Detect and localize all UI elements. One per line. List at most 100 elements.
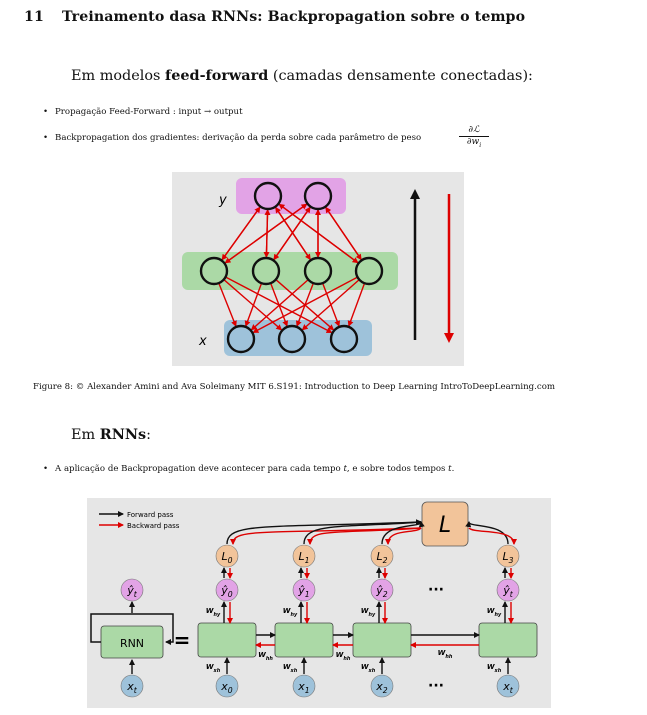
output-label-folded-sub: t	[134, 590, 138, 599]
edge-hidden-to-input	[252, 276, 358, 334]
loss-label-t3-sub: 3	[509, 556, 514, 565]
feedforward-network-figure: y x	[172, 172, 464, 366]
output-node-t2	[370, 578, 394, 602]
backward-total-to-loss	[230, 527, 422, 545]
loss-label-t0: L0	[221, 550, 232, 565]
bullet-item: •A aplicação de Backpropagation deve aco…	[43, 464, 454, 474]
figure-background	[87, 498, 551, 708]
edge-hidden-to-input	[218, 282, 237, 327]
input-node-t1	[292, 674, 316, 698]
bullet-text-c: .	[451, 464, 455, 474]
weight-label-hy: Why	[206, 607, 221, 618]
bullet-text-b: , e sobre todos tempos	[346, 464, 449, 474]
loss-node-t1	[292, 544, 316, 568]
backward-total-to-loss	[385, 527, 422, 545]
weight-label-xh-sub: xh	[368, 668, 376, 674]
label-x: x	[198, 334, 207, 349]
input-label-t1-sub: 1	[305, 686, 310, 695]
input-label-folded: xt	[126, 680, 138, 695]
weight-label-hh-sub: hh	[343, 656, 350, 662]
weight-label-hy: Why	[361, 607, 376, 618]
forward-loss-to-total	[381, 521, 425, 545]
bullet-dot: •	[43, 464, 49, 474]
edge-hidden-to-input	[269, 282, 289, 327]
recurrent-loop-arrow	[90, 613, 174, 645]
input-node	[226, 324, 256, 354]
weight-label-hy-sub: hy	[369, 612, 376, 618]
total-loss-label: L	[439, 513, 451, 538]
output-node-t1	[292, 578, 316, 602]
input-node-t2	[370, 674, 394, 698]
rnn-cell-t0	[197, 622, 257, 658]
section-number: 11	[24, 9, 44, 25]
weight-label-hy-sub: hy	[291, 612, 298, 618]
output-node	[303, 181, 333, 211]
formula-den-text: ∂w	[466, 137, 480, 147]
legend-forward-label: Forward pass	[127, 511, 174, 519]
hidden-node	[354, 256, 384, 286]
bullet-text: Propagação Feed-Forward : input → output	[55, 107, 243, 117]
intro-prefix: Em modelos	[71, 68, 165, 84]
output-node-t3	[496, 578, 520, 602]
weight-label-hh-sub: hh	[266, 656, 273, 662]
loss-label-t3: L3	[502, 550, 513, 565]
weight-label-xh-sub: xh	[213, 668, 221, 674]
forward-loss-to-total	[465, 521, 509, 545]
section-title-text: Treinamento dasa RNNs: Backpropagation s…	[62, 9, 526, 25]
edge-output-to-hidden	[274, 206, 311, 261]
equals-sign: =	[174, 628, 191, 652]
weight-label-hh: Whh	[336, 651, 351, 662]
bullet-item: •Propagação Feed-Forward : input → outpu…	[43, 107, 243, 117]
ellipsis-inputs: ···	[428, 678, 444, 694]
weight-label-hh-sub: hh	[445, 654, 452, 660]
edge-output-to-hidden	[278, 203, 359, 264]
output-node-t0	[215, 578, 239, 602]
rnn-intro-paragraph: Em RNNs:	[71, 426, 151, 443]
weight-label-xh-sub: xh	[290, 668, 298, 674]
intro-bold: feed-forward	[165, 67, 269, 84]
input-node-folded	[120, 674, 144, 698]
weight-label-hy: Why	[487, 607, 502, 618]
rnn-bptt-figure: Forward pass Backward pass L ŷtxtŷ0WhyL0…	[87, 498, 551, 708]
input-label-t0-sub: 0	[228, 686, 233, 695]
input-label-folded-sub: t	[134, 686, 138, 695]
output-label-t3-sub: t	[510, 590, 514, 599]
hidden-node	[303, 256, 333, 286]
intro-suffix: (camadas densamente conectadas):	[268, 68, 533, 84]
bullet-text: Backpropagation dos gradientes: derivaçã…	[55, 133, 422, 143]
forward-loss-to-total	[226, 519, 422, 545]
rnn-cell-t1	[274, 622, 334, 658]
rnn-cell-t3	[478, 622, 538, 658]
loss-label-t1: L1	[298, 550, 309, 565]
input-label-t3: xt	[502, 680, 514, 695]
output-layer-band	[236, 178, 346, 214]
forward-loss-to-total	[303, 519, 422, 545]
label-y: y	[218, 193, 227, 208]
weight-label-xh-sub: xh	[494, 668, 502, 674]
formula-denominator: ∂wi	[459, 137, 489, 151]
input-label-t3-sub: t	[510, 686, 514, 695]
output-label-t2-sub: 2	[383, 590, 388, 599]
output-label-folded: ŷt	[126, 584, 138, 599]
bullet-dot: •	[43, 133, 49, 143]
rnn-cell-t2	[352, 622, 412, 658]
edge-hidden-to-input	[301, 279, 360, 331]
loss-label-t0-sub: 0	[228, 556, 233, 565]
edge-output-to-hidden	[221, 206, 261, 261]
partial-derivative-formula: ∂ℒ ∂wi	[459, 125, 489, 151]
weight-label-xh: Wxh	[283, 663, 298, 674]
section-title: 11 Treinamento dasa RNNs: Backpropagation…	[24, 9, 525, 25]
connection-arrows	[218, 203, 366, 334]
bullet-var-b: t	[448, 464, 452, 474]
loss-label-t2: L2	[376, 550, 387, 565]
backward-total-to-loss	[307, 527, 422, 545]
bullet-var-a: t	[343, 464, 347, 474]
input-label-t2-sub: 2	[383, 686, 388, 695]
figure-caption: Figure 8: © Alexander Amini and Ava Sole…	[33, 382, 556, 392]
formula-sub: i	[479, 141, 482, 149]
bullet-item: • Backpropagation dos gradientes: derivaç…	[43, 133, 421, 143]
loss-label-t2-sub: 2	[383, 556, 388, 565]
edge-hidden-to-input	[250, 279, 309, 331]
rnn-intro-prefix: Em	[71, 427, 100, 443]
input-node	[277, 324, 307, 354]
